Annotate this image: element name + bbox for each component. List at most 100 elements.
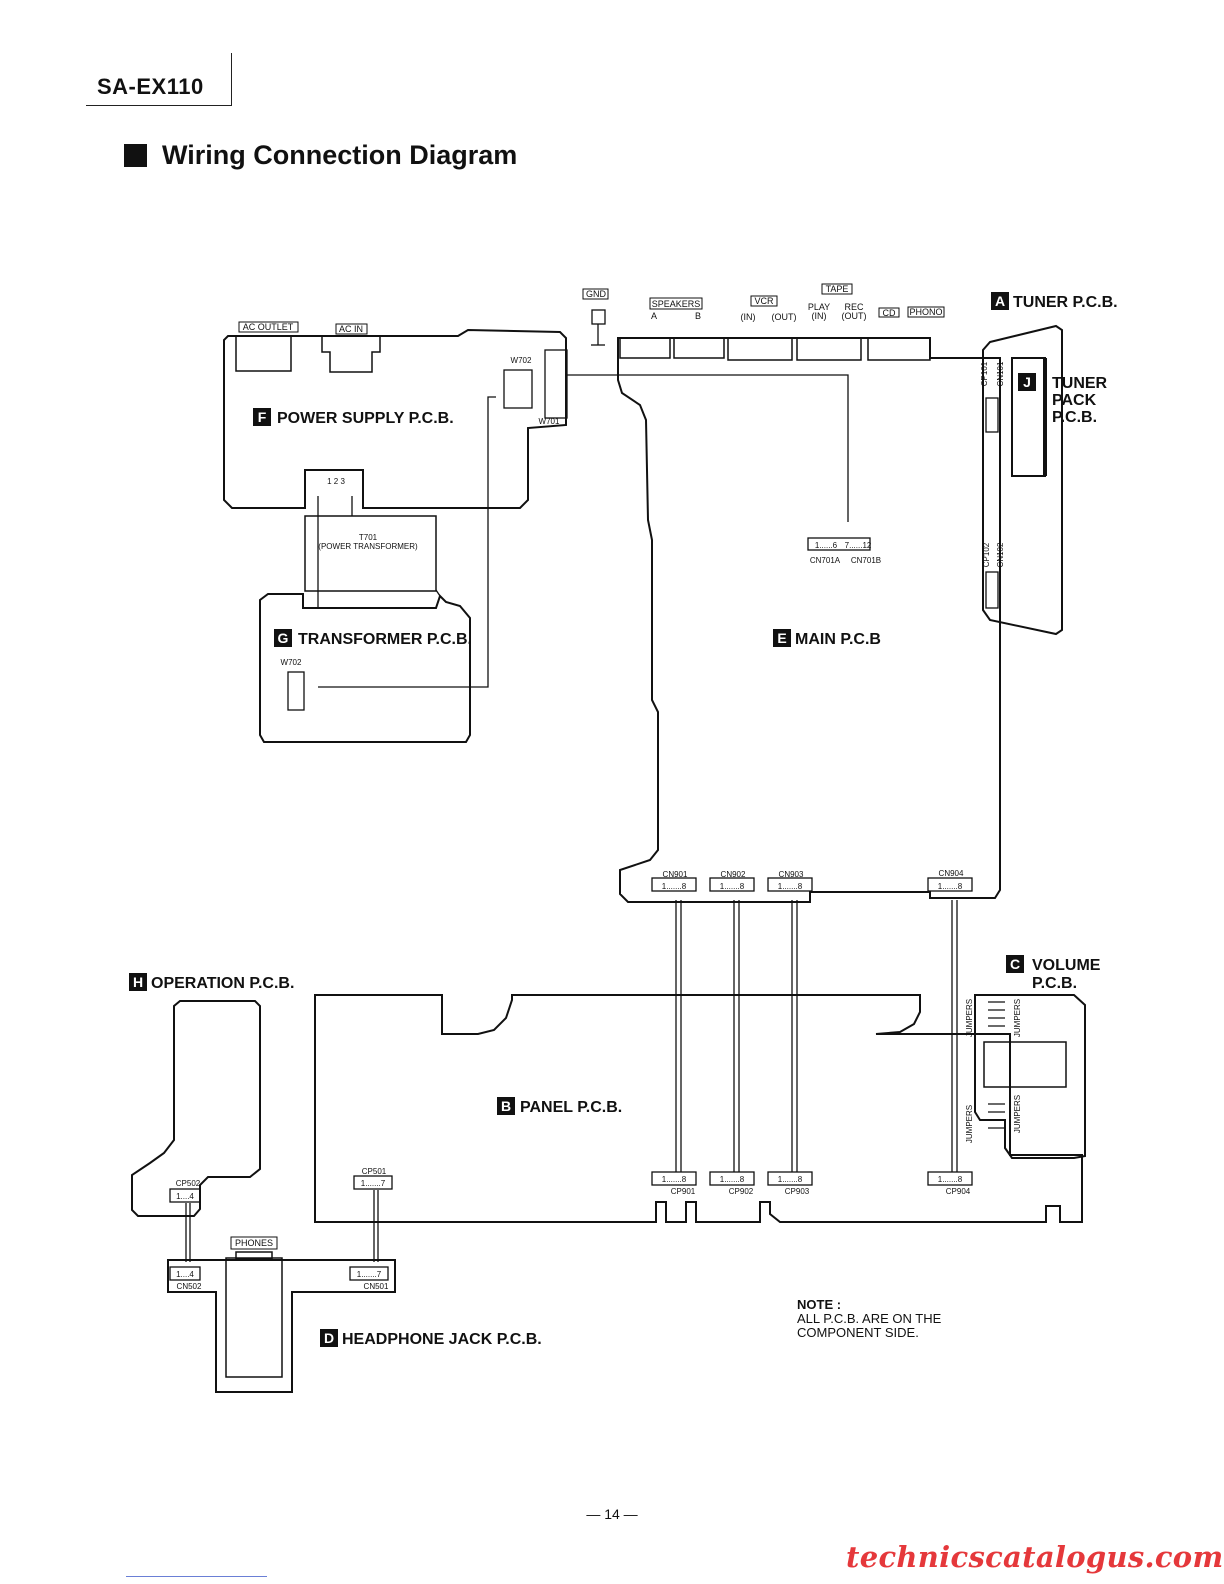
label-cn102: CN102 [996, 542, 1005, 567]
transformer-board-outline [259, 593, 471, 743]
board-name-volume: VOLUME [1032, 957, 1101, 974]
label-cn701b: CN701B [851, 556, 881, 565]
label-jumpers-1: JUMPERS [965, 999, 974, 1037]
board-name-operation: OPERATION P.C.B. [151, 975, 294, 992]
label-cp904: CP904 [946, 1187, 971, 1196]
label-w702-power: W702 [511, 356, 532, 365]
label-tape-play-in: (IN) [812, 311, 827, 321]
title-bullet-icon [124, 144, 147, 167]
board-letter-d: D [324, 1330, 334, 1346]
label-cn701b-range: 7......12 [845, 541, 872, 550]
label-speakers-b: B [695, 311, 701, 321]
volume-control-body [983, 1041, 1067, 1088]
board-letter-b: B [501, 1098, 511, 1114]
board-letter-g: G [278, 630, 289, 646]
label-cn101: CN101 [996, 361, 1005, 386]
board-badge-d [320, 1329, 338, 1347]
board-letter-h: H [133, 974, 143, 990]
label-phono: PHONO [909, 307, 942, 317]
label-t701: T701 [359, 533, 378, 542]
model-number: SA-EX110 [97, 74, 204, 99]
label-cn901: CN901 [663, 870, 688, 879]
board-badge-c [1006, 955, 1024, 973]
board-badge-h [129, 973, 147, 991]
note-line-1: ALL P.C.B. ARE ON THE [797, 1311, 942, 1326]
label-cn902-range: 1.......8 [720, 882, 745, 891]
note-line-2: COMPONENT SIDE. [797, 1325, 919, 1340]
label-power-transformer: (POWER TRANSFORMER) [318, 542, 418, 551]
label-cp101: CP101 [980, 361, 989, 386]
header-rule-vertical [231, 53, 232, 106]
label-cn902: CN902 [721, 870, 746, 879]
label-tape-rec: REC [844, 302, 864, 312]
label-cp502: CP502 [176, 1179, 201, 1188]
board-name-panel: PANEL P.C.B. [520, 1099, 622, 1116]
volume-board-outline [974, 994, 1086, 1159]
header-rule [86, 105, 232, 106]
label-cp501: CP501 [362, 1167, 387, 1176]
label-cp903-range: 1.......8 [778, 1175, 803, 1184]
label-tape-play: PLAY [808, 302, 830, 312]
label-tape: TAPE [826, 284, 849, 294]
label-cn502-range: 1....4 [176, 1270, 194, 1279]
label-vcr: VCR [754, 296, 774, 306]
board-letter-e: E [777, 630, 786, 646]
transformer-t701-box [304, 515, 437, 592]
board-letter-c: C [1010, 956, 1020, 972]
board-name-tuner-pack-3: P.C.B. [1052, 409, 1097, 426]
title-block: Wiring Connection Diagram [124, 140, 517, 171]
page-title: Wiring Connection Diagram [162, 140, 518, 170]
board-badge-j [1018, 373, 1036, 391]
label-vcr-in: (IN) [741, 312, 756, 322]
label-cn904: CN904 [939, 869, 964, 878]
label-cp501-range: 1.......7 [361, 1179, 386, 1188]
label-cp902: CP902 [729, 1187, 754, 1196]
note-heading: NOTE : [797, 1297, 841, 1312]
label-jumpers-4: JUMPERS [1013, 1095, 1022, 1133]
ground-terminal-icon [591, 309, 606, 346]
board-name-power-supply: POWER SUPPLY P.C.B. [277, 410, 454, 427]
label-cn903-range: 1.......8 [778, 882, 803, 891]
watermark-text: technicscatalogus.com [846, 1540, 1224, 1574]
board-name-transformer: TRANSFORMER P.C.B. [298, 631, 472, 648]
label-cp901: CP901 [671, 1187, 696, 1196]
board-name-tuner-pack-2: PACK [1052, 392, 1097, 409]
label-cn701a: CN701A [810, 556, 841, 565]
board-name-volume-2: P.C.B. [1032, 975, 1077, 992]
board-name-tuner: TUNER P.C.B. [1013, 294, 1118, 311]
label-cp102: CP102 [982, 542, 991, 567]
label-t701-pins: 1 2 3 [327, 477, 345, 486]
tuner-board-outline [982, 324, 1063, 636]
label-jumpers-2: JUMPERS [1013, 999, 1022, 1037]
label-cp903: CP903 [785, 1187, 810, 1196]
board-name-main: MAIN P.C.B [795, 631, 881, 648]
board-name-tuner-pack: TUNER [1052, 375, 1108, 392]
label-ac-outlet: AC OUTLET [243, 322, 294, 332]
label-cp904-range: 1.......8 [938, 1175, 963, 1184]
phones-jack-body [225, 1257, 283, 1378]
headphone-board-outline [167, 1259, 396, 1393]
page-number: — 14 — [586, 1506, 638, 1522]
label-cp901-range: 1.......8 [662, 1175, 687, 1184]
label-cn501-range: 1.......7 [357, 1270, 382, 1279]
label-vcr-out: (OUT) [772, 312, 797, 322]
board-badge-e [773, 629, 791, 647]
board-letter-j: J [1023, 374, 1031, 390]
label-cn904-range: 1.......8 [938, 882, 963, 891]
board-badge-g [274, 629, 292, 647]
ac-in-socket [321, 335, 381, 373]
label-cn903: CN903 [779, 870, 804, 879]
board-badge-a [991, 292, 1009, 310]
operation-board-outline [131, 1000, 261, 1217]
label-cn502: CN502 [177, 1282, 202, 1291]
label-ac-in: AC IN [339, 324, 363, 334]
label-speakers-a: A [651, 311, 657, 321]
board-badge-f [253, 408, 271, 426]
board-letter-f: F [258, 409, 267, 425]
label-cp902-range: 1.......8 [720, 1175, 745, 1184]
board-letter-a: A [995, 293, 1005, 309]
board-badge-b [497, 1097, 515, 1115]
ac-outlet-socket [235, 335, 292, 372]
label-tape-rec-out: (OUT) [842, 311, 867, 321]
